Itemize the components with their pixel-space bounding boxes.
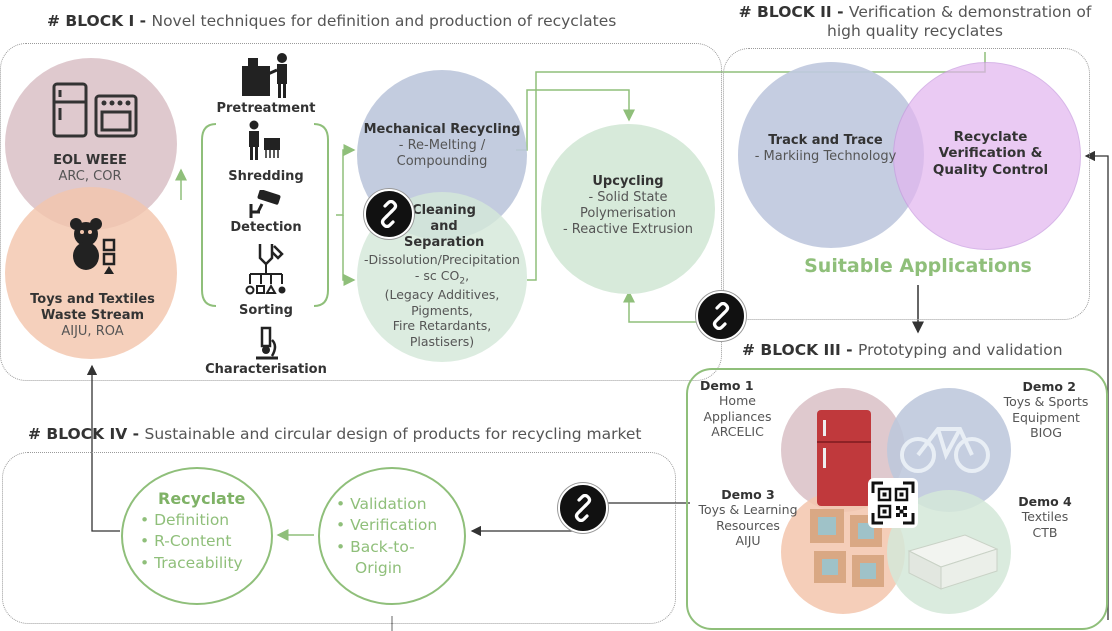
block4-panel bbox=[2, 452, 676, 624]
arrow-right-return bbox=[1084, 150, 1109, 620]
shredding-icon bbox=[249, 120, 280, 160]
qr-code-icon bbox=[868, 478, 918, 528]
mech-label: Mechanical Recycling- Re-Melting /Compou… bbox=[363, 122, 521, 169]
step-characterisation: Characterisation bbox=[205, 362, 327, 377]
block2-panel bbox=[723, 48, 1090, 320]
suitable-applications-label: Suitable Applications bbox=[804, 255, 1032, 277]
sorting-icon bbox=[245, 244, 286, 295]
validation-circle bbox=[318, 467, 466, 605]
track-trace-label: Track and Trace- Markiing Technology bbox=[754, 133, 897, 164]
fridge-icon bbox=[52, 82, 88, 138]
block1-title: # BLOCK I - Novel techniques for definit… bbox=[47, 12, 617, 30]
fridge-photo-icon bbox=[817, 410, 871, 506]
clean-details: -Dissolution/Precipitation- sc CO2,(Lega… bbox=[364, 252, 520, 349]
step-pretreatment: Pretreatment bbox=[216, 101, 316, 116]
characterisation-icon bbox=[256, 326, 278, 360]
textile-icon bbox=[907, 534, 999, 590]
steps-brace bbox=[201, 123, 329, 307]
block4-title: # BLOCK IV - Sustainable and circular de… bbox=[28, 425, 642, 443]
bike-icon bbox=[900, 427, 990, 473]
toys-circle bbox=[5, 187, 177, 359]
pretreatment-icon bbox=[242, 53, 287, 98]
step-sorting: Sorting bbox=[239, 303, 293, 318]
block3-title: # BLOCK III - Prototyping and validation bbox=[742, 341, 1063, 359]
step-shredding: Shredding bbox=[228, 169, 304, 184]
oven-icon bbox=[94, 94, 138, 138]
teddy-bear-icon bbox=[70, 218, 116, 274]
block2-title: # BLOCK II - Verification & demonstratio… bbox=[738, 3, 1092, 41]
arrow-to-mech bbox=[336, 144, 356, 216]
recyclate-circle bbox=[121, 467, 273, 605]
link-icon bbox=[558, 483, 608, 533]
step-detection: Detection bbox=[230, 220, 302, 235]
arrow-to-clean bbox=[342, 215, 356, 286]
recyclate-list: Recyclate • Definition • R-Content • Tra… bbox=[140, 489, 246, 572]
block1-panel bbox=[0, 43, 722, 381]
arrow-recyclate-to-block1 bbox=[86, 364, 120, 532]
upcycling-circle bbox=[541, 124, 715, 294]
detection-icon bbox=[249, 190, 281, 218]
block3-panel bbox=[686, 368, 1108, 630]
validation-list: • Validation • Verification • Back-to- O… bbox=[336, 495, 438, 578]
link-icon bbox=[364, 189, 414, 239]
link-icon bbox=[696, 291, 746, 341]
verification-circle bbox=[893, 62, 1081, 250]
